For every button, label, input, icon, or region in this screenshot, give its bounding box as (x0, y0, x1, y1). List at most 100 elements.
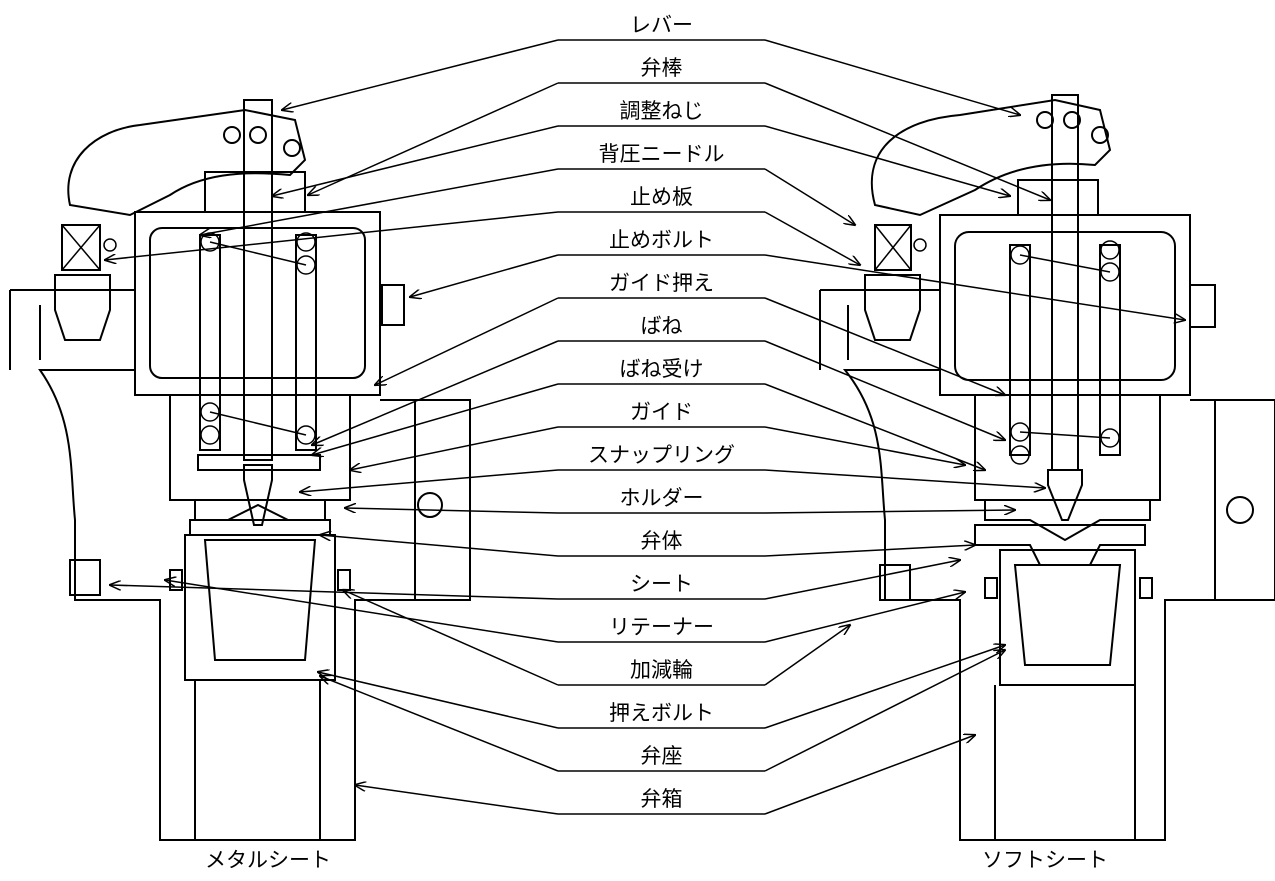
leader-line-left (312, 383, 559, 455)
left-lever-pin-2 (249, 126, 267, 144)
leader-line-left (375, 297, 559, 385)
part-label: スナップリング (588, 443, 735, 467)
leader-line-left (350, 426, 559, 470)
leader-line-left (200, 168, 559, 235)
right-stem (1051, 94, 1079, 471)
leader-line-right (764, 125, 1010, 196)
leader-line-left (410, 254, 559, 297)
left-bonnet (134, 211, 381, 396)
left-seat-nozzle (184, 534, 336, 681)
left-valve-drawing (9, 99, 471, 841)
left-outlet-flange (414, 399, 471, 601)
left-bonnet-inner (149, 227, 366, 379)
leader-line-right (764, 426, 965, 465)
right-seat-inner (1013, 564, 1122, 666)
leader-line-left (165, 580, 559, 643)
right-adjusting-screw (874, 224, 912, 271)
right-outlet-bolt-hole (1226, 496, 1254, 524)
leader-line-left (312, 340, 559, 445)
left-stop-bolt (381, 284, 405, 326)
leader-line-left (282, 39, 559, 110)
leader-lines (105, 39, 1185, 815)
part-label: シート (630, 572, 693, 596)
leader-line-left (272, 125, 559, 196)
leader-line-left (105, 211, 559, 260)
left-lever-pin-1 (223, 126, 241, 144)
leader-line-right (764, 510, 1015, 513)
right-outlet-flange (1214, 399, 1275, 601)
left-adjusting-screw (61, 224, 101, 271)
leader-line-right (764, 545, 975, 557)
right-adjusting-ring (984, 577, 998, 599)
left-stem (243, 99, 273, 461)
leader-line-left (320, 535, 559, 557)
leader-line-right (764, 645, 1005, 729)
part-label: 押えボルト (609, 701, 714, 725)
part-labels: レバー弁棒調整ねじ背圧ニードル止め板止めボルトガイド押えばねばね受けガイドスナッ… (588, 13, 735, 811)
part-label: ばね (641, 314, 683, 338)
right-needle (1047, 469, 1083, 521)
part-label: リテーナー (609, 615, 714, 639)
part-label: ホルダー (620, 486, 704, 510)
right-bonnet (939, 214, 1191, 396)
left-outlet-bolt-hole (417, 492, 443, 518)
leader-line-left (318, 672, 559, 729)
right-holder (984, 500, 1151, 542)
leader-line-right (764, 735, 975, 815)
left-disc (189, 519, 331, 536)
leader-line-right (764, 650, 1005, 772)
part-label: ガイド押え (609, 271, 714, 295)
left-lever (67, 108, 307, 217)
part-label: 止めボルト (609, 228, 714, 252)
leader-line-right (764, 297, 1005, 395)
right-bonnet-top (1017, 179, 1099, 216)
right-lever (870, 98, 1112, 217)
caption-metal-seat: メタルシート (205, 848, 331, 872)
leader-line-right (764, 625, 850, 686)
leader-line-left (355, 785, 559, 815)
leader-line-left (320, 676, 559, 772)
part-label: 加減輪 (630, 658, 693, 682)
leader-line-right (764, 211, 860, 265)
leader-line-right (764, 254, 1185, 320)
part-label: ばね受け (620, 357, 704, 381)
part-label: 弁座 (641, 744, 683, 768)
left-guide (169, 395, 351, 501)
part-label: 止め板 (630, 185, 693, 209)
left-lever-pin-3 (283, 139, 301, 157)
part-label: 調整ねじ (620, 99, 704, 123)
right-lever-pin-2 (1063, 111, 1081, 129)
leader-line-right (764, 168, 855, 225)
leader-line-left (110, 585, 559, 600)
leader-line-right (764, 383, 985, 470)
leader-line-right (764, 469, 1045, 488)
left-body (10, 289, 471, 841)
leader-line-right (764, 560, 960, 600)
leader-line-right (764, 39, 1020, 115)
left-seat-inner (203, 539, 317, 661)
leader-line-right (764, 82, 1050, 200)
left-holder (194, 500, 326, 521)
leader-line-right (764, 592, 965, 643)
right-lever-pin-3 (1091, 126, 1109, 144)
leader-line-right (764, 340, 1005, 440)
right-lever-pin-1 (1036, 111, 1054, 129)
part-label: 背圧ニードル (599, 142, 725, 166)
left-inlet-flange (9, 290, 41, 370)
left-spring-right (295, 234, 317, 451)
left-needle (243, 464, 273, 526)
right-valve-drawing (819, 94, 1275, 841)
leader-line-left (300, 469, 559, 492)
right-bonnet-inner (954, 231, 1176, 381)
right-guide (974, 395, 1161, 501)
leader-line-left (343, 590, 559, 686)
part-label: レバー (630, 13, 693, 37)
right-stop-bolt (1189, 284, 1216, 328)
part-label: ガイド (630, 400, 693, 424)
part-label: 弁棒 (641, 56, 683, 80)
leader-line-left (345, 508, 559, 514)
caption-soft-seat: ソフトシート (982, 848, 1108, 872)
part-label: 弁箱 (641, 787, 683, 811)
part-label: 弁体 (641, 529, 683, 553)
